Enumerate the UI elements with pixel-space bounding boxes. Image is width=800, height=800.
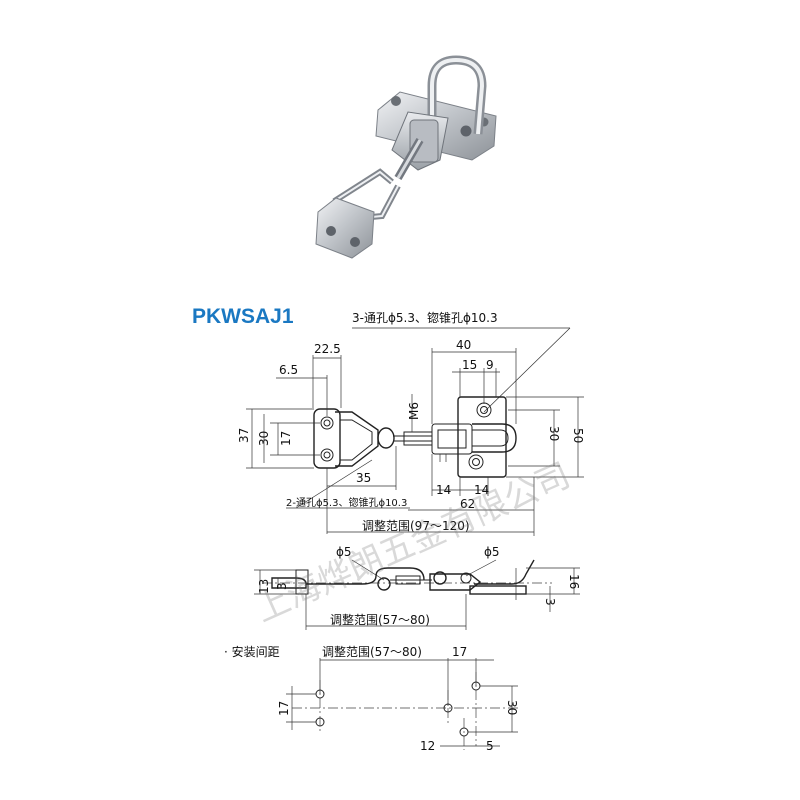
dim-5: 5 bbox=[486, 739, 494, 753]
mounting-pattern: 调整范围(57～80) 17 17 30 12 5 bbox=[277, 644, 520, 753]
dim-16: 16 bbox=[567, 574, 581, 589]
dim-62: 62 bbox=[460, 497, 475, 511]
dim-M6: M6 bbox=[407, 402, 421, 420]
dim-phi5-right: ϕ5 bbox=[484, 545, 500, 559]
dim-3-right: 3 bbox=[543, 598, 557, 606]
dim-50: 50 bbox=[571, 428, 585, 443]
dim-15: 15 bbox=[462, 358, 477, 372]
product-photo bbox=[315, 55, 497, 259]
dim-40: 40 bbox=[456, 338, 471, 352]
dim-12: 12 bbox=[420, 739, 435, 753]
dim-13: 13 bbox=[257, 579, 271, 594]
dim-22-5: 22.5 bbox=[314, 342, 341, 356]
dim-17-mount: 17 bbox=[277, 701, 291, 716]
dim-3-left: 3 bbox=[275, 582, 289, 590]
left-bracket-outline bbox=[313, 408, 341, 469]
dim-30-mount: 30 bbox=[505, 700, 519, 715]
top-view-dimensions: 22.5 6.5 37 30 17 M6 40 15 9 50 bbox=[237, 338, 585, 536]
dim-37: 37 bbox=[237, 428, 251, 443]
mounting-section-title: · 安装间距 bbox=[224, 644, 280, 659]
company-watermark: 上海烨朗五金有限公司 bbox=[249, 455, 576, 630]
adjust-range-top: 调整范围(97～120) bbox=[362, 518, 470, 533]
dim-14-left: 14 bbox=[436, 483, 451, 497]
side-view-dimensions: ϕ5 ϕ5 13 3 16 3 调整范围(57～80) bbox=[254, 545, 581, 630]
dim-30-right: 30 bbox=[547, 426, 561, 441]
base-plate-outline bbox=[457, 396, 507, 478]
top-holes-callout: 3-通孔ϕ5.3、锪锥孔ϕ10.3 bbox=[352, 310, 498, 325]
dim-30-left: 30 bbox=[257, 431, 271, 446]
side-view bbox=[262, 559, 552, 600]
dim-6-5: 6.5 bbox=[279, 363, 298, 377]
adjust-range-side: 调整范围(57～80) bbox=[330, 612, 430, 627]
dim-35: 35 bbox=[356, 471, 371, 485]
dim-phi5-left: ϕ5 bbox=[336, 545, 352, 559]
callout-leader bbox=[483, 327, 571, 413]
bottom-holes-callout: 2-通孔ϕ5.3、锪锥孔ϕ10.3 bbox=[286, 496, 407, 509]
dim-9: 9 bbox=[486, 358, 494, 372]
product-title: PKWSAJ1 bbox=[192, 305, 294, 328]
dim-17-top: 17 bbox=[452, 645, 467, 659]
dim-17-left: 17 bbox=[279, 431, 293, 446]
adjust-range-mount: 调整范围(57～80) bbox=[322, 644, 422, 659]
dim-14-right: 14 bbox=[474, 483, 489, 497]
